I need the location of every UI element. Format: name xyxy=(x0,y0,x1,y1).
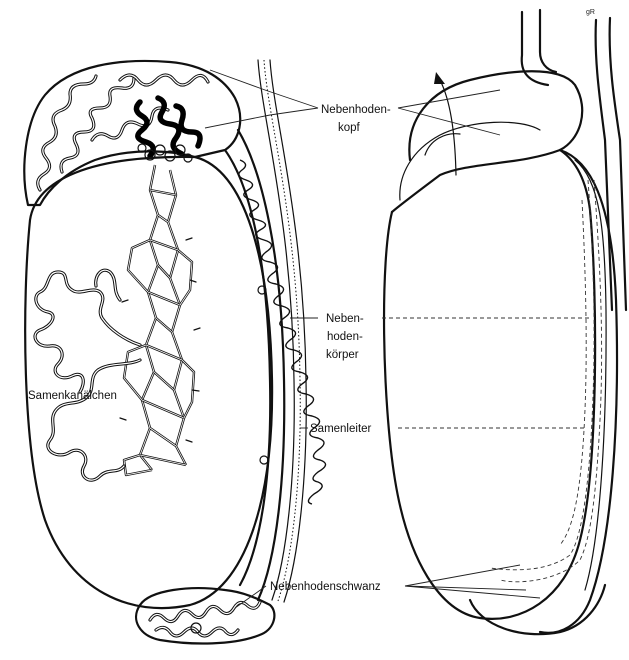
label-epididymis-head-line2: kopf xyxy=(338,122,361,134)
external-testis-outline xyxy=(384,150,595,619)
rete-testis-network xyxy=(120,165,200,475)
text-labels: Nebenhoden- kopf Neben- hoden- körper Sa… xyxy=(28,9,595,593)
artist-signature: gR xyxy=(586,9,595,16)
leader-lines xyxy=(205,70,590,608)
hidden-duct-lines xyxy=(500,180,602,582)
label-epididymis-body-line1: Neben- xyxy=(326,313,364,325)
label-epididymis-body-line2: hoden- xyxy=(327,331,363,343)
head-ducts-4 xyxy=(92,108,168,140)
label-seminiferous-tubules: Samenkanälchen xyxy=(28,390,117,402)
label-vas-deferens: Samenleiter xyxy=(310,423,372,435)
section-drawing xyxy=(24,60,325,644)
label-epididymis-head-line1: Nebenhoden- xyxy=(321,104,391,116)
label-epididymis-body-line3: körper xyxy=(326,349,359,361)
label-epididymis-tail: Nebenhodenschwanz xyxy=(270,581,381,593)
arrow-head xyxy=(434,72,445,84)
rotation-arrow xyxy=(440,80,456,175)
